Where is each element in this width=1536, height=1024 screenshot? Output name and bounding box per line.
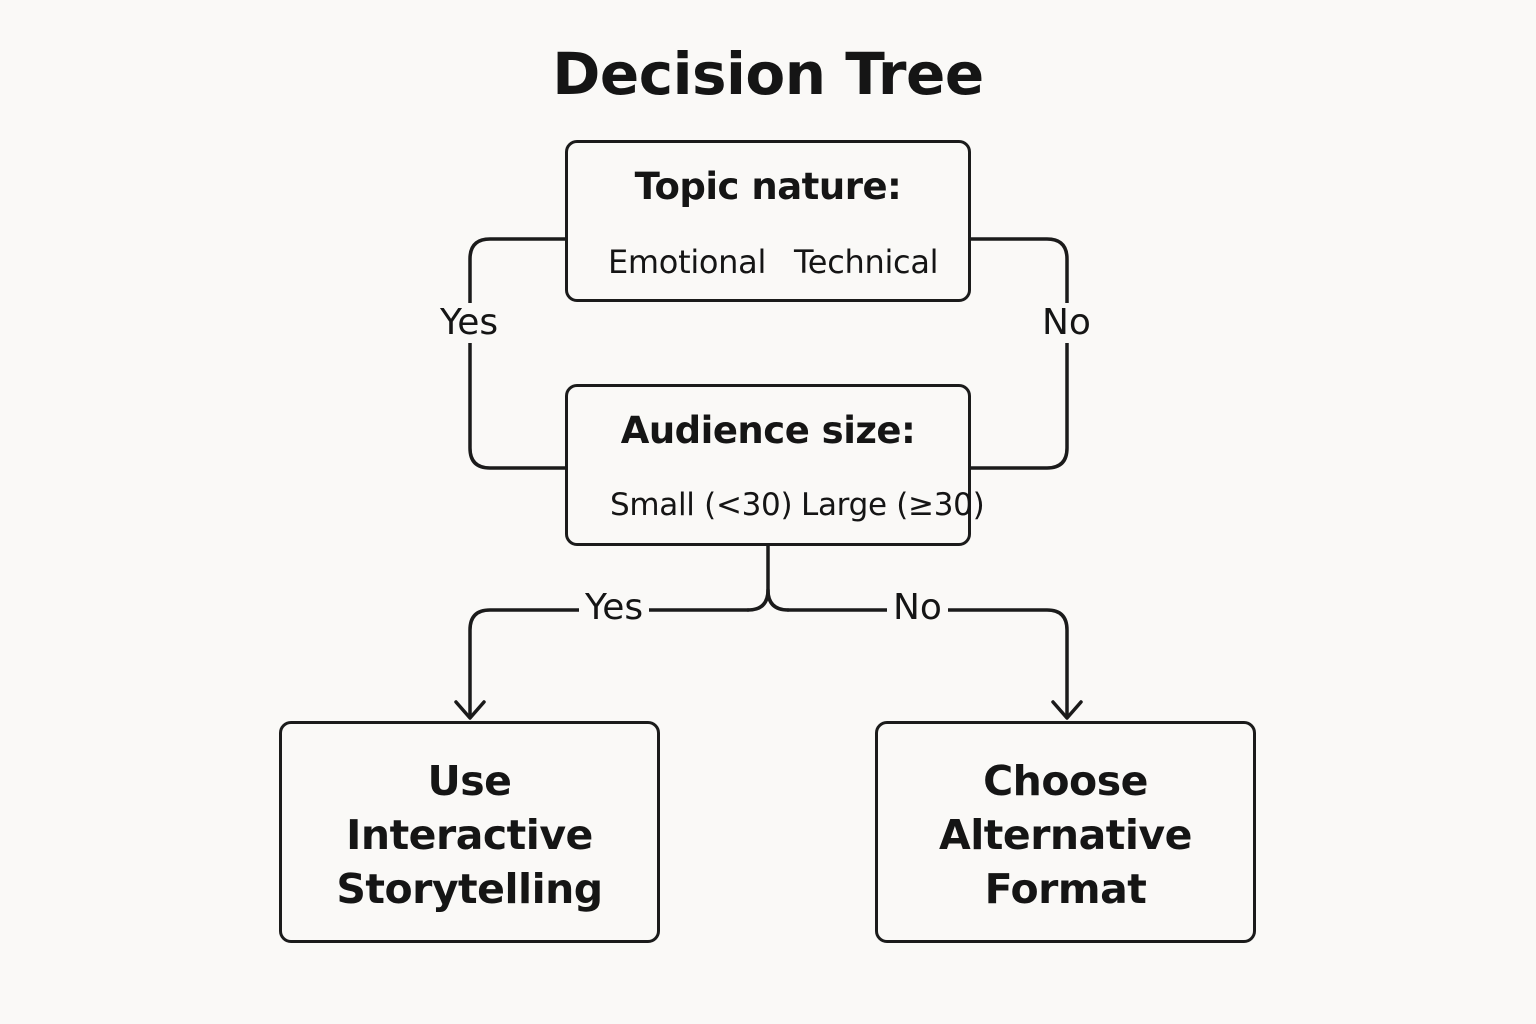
topic-nature-node: Topic nature: Emotional Technical (565, 140, 971, 302)
result-no-text: Choose Alternative Format (878, 754, 1253, 916)
audience-option-large: Large (≥30) (801, 487, 985, 523)
edge-topic-yes-line (468, 237, 567, 470)
arrowhead-no (1051, 700, 1083, 720)
result-no-line-3: Format (984, 865, 1147, 913)
topic-option-technical: Technical (794, 243, 939, 281)
result-no-line-2: Alternative (939, 811, 1192, 859)
edge-label-topic-yes: Yes (434, 303, 505, 343)
result-yes-text: Use Interactive Storytelling (282, 754, 657, 916)
arrowhead-yes (454, 700, 486, 720)
edge-label-audience-no: No (887, 588, 948, 628)
edge-audience-stem (746, 544, 770, 612)
topic-option-emotional: Emotional (608, 243, 767, 281)
edge-audience-stem-right (766, 588, 790, 612)
result-interactive-storytelling-node: Use Interactive Storytelling (279, 721, 660, 943)
edge-label-audience-yes: Yes (579, 588, 650, 628)
result-alternative-format-node: Choose Alternative Format (875, 721, 1256, 943)
edge-audience-yes-line (468, 608, 750, 718)
audience-size-title: Audience size: (620, 409, 916, 452)
result-yes-line-2: Interactive (346, 811, 593, 859)
result-yes-line-1: Use (427, 757, 512, 805)
edge-audience-no-line (786, 608, 1069, 718)
diagram-title: Decision Tree (552, 40, 984, 108)
audience-size-node: Audience size: Small (<30) Large (≥30) (565, 384, 985, 546)
audience-option-small: Small (<30) (610, 487, 793, 523)
result-no-line-1: Choose (983, 757, 1148, 805)
edge-label-topic-no: No (1036, 303, 1097, 343)
edge-topic-no-line (969, 237, 1069, 470)
result-yes-line-3: Storytelling (336, 865, 603, 913)
topic-nature-title: Topic nature: (634, 165, 902, 208)
